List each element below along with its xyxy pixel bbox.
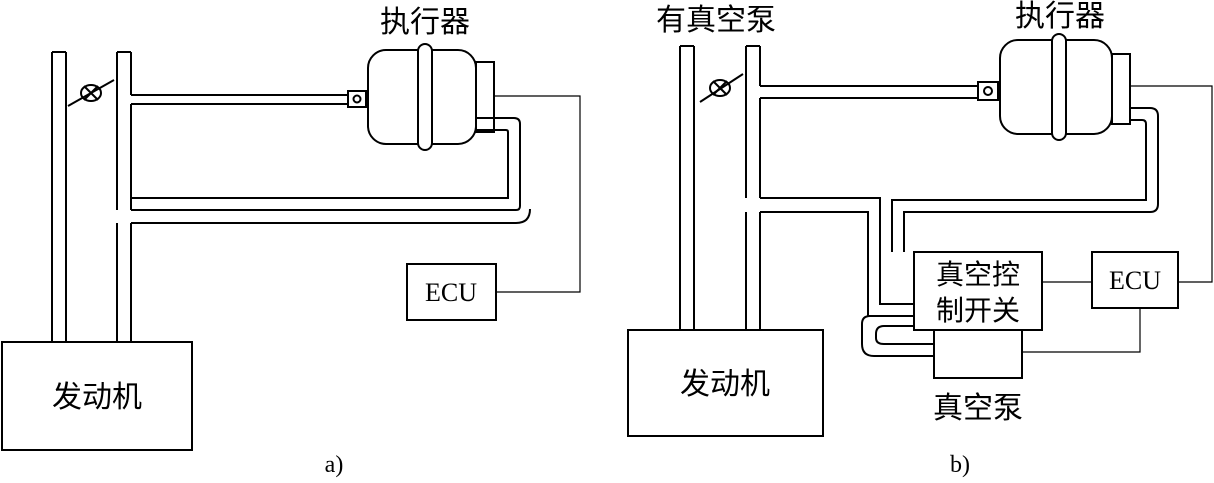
throttle-valve-icon: [67, 79, 115, 107]
engine-label-b: 发动机: [680, 367, 770, 402]
diagram-b: 真空控 制开关 ECU 发动机 有真空泵 执行器 真空泵 b): [627, 0, 1213, 478]
vacuum-hose-actuator-b: [891, 107, 1159, 252]
pump-label-b: 真空泵: [933, 391, 1023, 426]
actuator-label-a: 执行器: [380, 5, 470, 40]
vacuum-hose-pump-b: [861, 315, 934, 357]
ecu-box-b: ECU: [1091, 251, 1179, 309]
engine-box-a: 发动机: [1, 341, 193, 451]
linkage-rod-a: [131, 90, 367, 108]
ecu-box-a: ECU: [406, 263, 497, 321]
ecu-label-b: ECU: [1109, 266, 1161, 295]
engine-box-b: 发动机: [627, 329, 824, 437]
linkage-rod-b: [760, 81, 999, 101]
source-label-b: 有真空泵: [656, 3, 776, 38]
engine-label-a: 发动机: [52, 380, 142, 415]
signal-wires-b: [1022, 85, 1213, 353]
intake-pipe-a: [51, 51, 132, 342]
diagram-a: ECU 发动机 执行器 a): [1, 5, 581, 478]
vacuum-pump-box: [933, 329, 1023, 379]
throttle-valve-icon-b: [699, 73, 744, 103]
switch-label-line2: 制开关: [936, 294, 1020, 327]
ecu-label-a: ECU: [425, 278, 477, 307]
caption-a: a): [325, 452, 344, 478]
signal-wire-a: [494, 95, 581, 293]
switch-label-line1: 真空控: [936, 258, 1020, 291]
vacuum-hose-manifold-b: [760, 197, 914, 317]
vacuum-hose-a: [131, 117, 531, 224]
actuator-b: [999, 33, 1131, 141]
intake-pipe-b: [679, 45, 761, 330]
actuator-label-b: 执行器: [1015, 0, 1105, 34]
caption-b: b): [950, 452, 970, 478]
vacuum-control-switch: 真空控 制开关: [913, 251, 1043, 331]
actuator-a: [367, 43, 495, 151]
